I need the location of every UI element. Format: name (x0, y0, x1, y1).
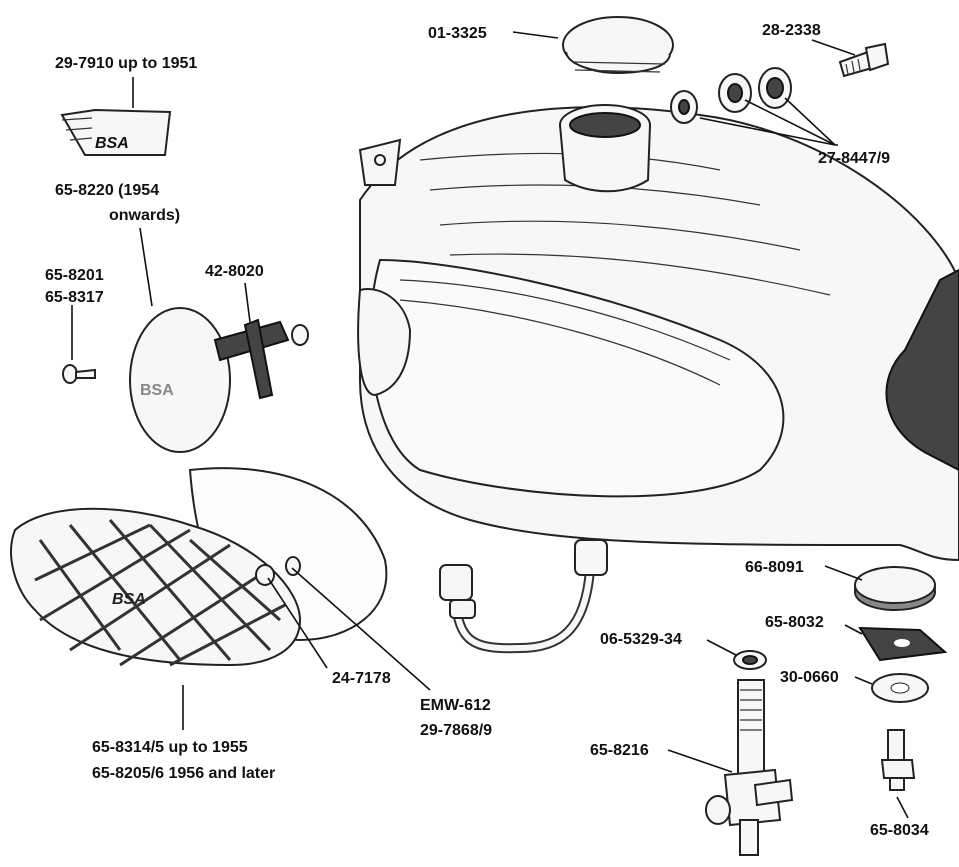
washer-06-5329-34 (733, 650, 767, 670)
stud-65-8034 (880, 729, 916, 791)
label-washer-66: 66-8091 (745, 559, 804, 576)
knee-grip-panel: BSA (10, 467, 388, 667)
fuel-pipe (439, 539, 608, 654)
label-fuel-tap: 65-8216 (590, 742, 649, 759)
label-pipe-line2: 29-7868/9 (420, 722, 492, 739)
washer-66-8091 (854, 566, 936, 611)
label-round-badge-line1: 65-8220 (1954 (55, 182, 159, 199)
label-round-badge-line2: onwards) (109, 207, 180, 224)
round-badge-logo-text: BSA (140, 382, 174, 399)
label-pad: 65-8032 (765, 614, 824, 631)
filler-cap (562, 16, 674, 74)
label-screw-line2: 65-8317 (45, 289, 104, 306)
label-panel-line1: 65-8314/5 up to 1955 (92, 739, 248, 756)
badge-screw (62, 364, 96, 384)
label-badge-early: 29-7910 up to 1951 (55, 55, 197, 72)
bsa-badge-early: BSA (60, 108, 172, 156)
washer-30-0660 (871, 673, 929, 703)
label-bolt: 28-2338 (762, 22, 821, 39)
label-pipe-line1: EMW-612 (420, 697, 491, 714)
label-grommet: 24-7178 (332, 670, 391, 687)
round-badge: BSA (129, 307, 231, 453)
label-washer-set: 27-8447/9 (818, 150, 890, 167)
label-bracket: 42-8020 (205, 263, 264, 280)
fuel-tap (705, 679, 794, 856)
mounting-bracket (213, 318, 309, 400)
callout-labels: 01-3325 28-2338 29-7910 up to 1951 27-84… (45, 22, 929, 839)
pad-65-8032 (858, 626, 948, 662)
label-washer-06: 06-5329-34 (600, 631, 682, 648)
badge-logo-text: BSA (95, 135, 129, 152)
label-washer-30: 30-0660 (780, 669, 839, 686)
label-stud: 65-8034 (870, 822, 929, 839)
label-panel-line2: 65-8205/6 1956 and later (92, 765, 275, 782)
label-filler-cap: 01-3325 (428, 25, 487, 42)
fuel-tank (357, 106, 959, 562)
bolt (838, 42, 890, 78)
panel-logo-text: BSA (112, 591, 146, 608)
label-screw-line1: 65-8201 (45, 267, 104, 284)
washer-set (670, 67, 792, 124)
filler-neck (559, 104, 651, 193)
leader-lines (71, 31, 909, 819)
